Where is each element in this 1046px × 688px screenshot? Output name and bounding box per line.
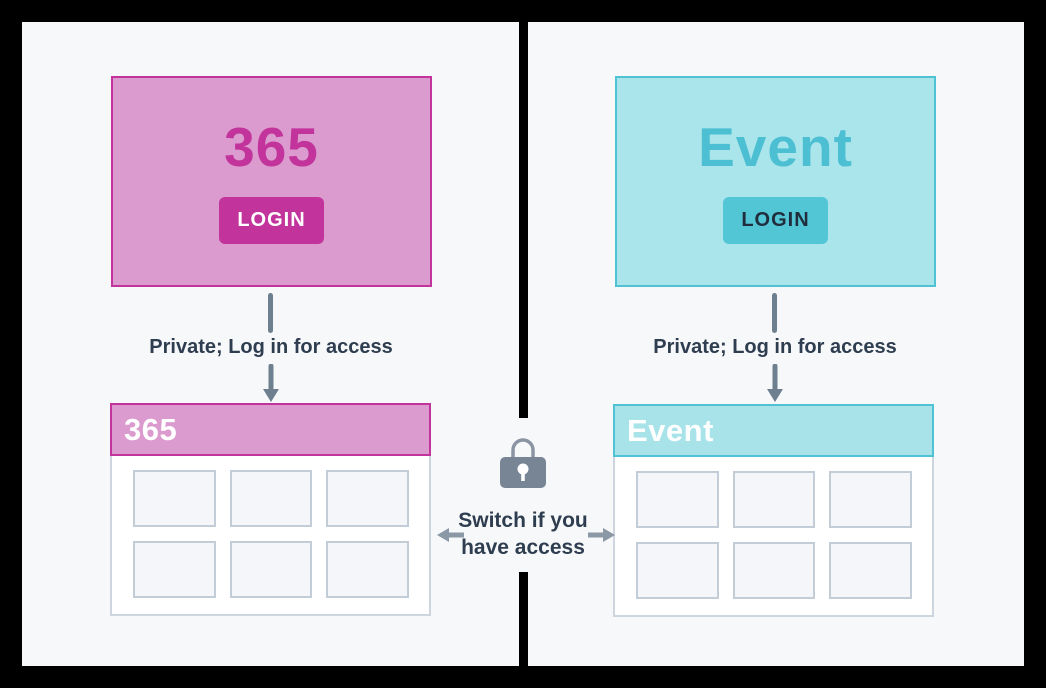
content-tile bbox=[732, 471, 816, 528]
window-header-event: Event bbox=[613, 404, 934, 457]
down-arrow-icon-left bbox=[263, 364, 279, 402]
login-button-365[interactable]: LOGIN bbox=[219, 196, 324, 244]
window-body-365 bbox=[110, 456, 431, 616]
center-divider-top bbox=[519, 22, 528, 418]
content-tile bbox=[326, 541, 409, 598]
arrow-stem-right bbox=[772, 293, 777, 333]
login-button-event[interactable]: LOGIN bbox=[723, 196, 828, 244]
content-tile bbox=[829, 542, 912, 599]
flow-label-left: Private; Log in for access bbox=[149, 336, 393, 358]
down-arrow-icon-right bbox=[767, 364, 783, 402]
switch-label-line2: have access bbox=[461, 536, 585, 559]
site-card-event: Event LOGIN bbox=[615, 76, 936, 287]
content-tile bbox=[229, 470, 313, 527]
window-header-365: 365 bbox=[110, 403, 431, 456]
site-title-event: Event bbox=[698, 115, 853, 178]
content-tile bbox=[229, 541, 313, 598]
flow-label-right: Private; Log in for access bbox=[653, 336, 897, 358]
lock-icon bbox=[500, 438, 546, 488]
left-arrow-icon bbox=[437, 528, 464, 542]
window-event: Event bbox=[613, 404, 934, 617]
content-tile bbox=[732, 542, 816, 599]
window-365: 365 bbox=[110, 403, 431, 616]
switch-label: Switch if you have access bbox=[458, 507, 588, 561]
site-card-365: 365 LOGIN bbox=[111, 76, 432, 287]
content-tile bbox=[636, 471, 719, 528]
content-tile bbox=[133, 470, 216, 527]
site-title-365: 365 bbox=[224, 115, 319, 178]
right-arrow-icon bbox=[588, 528, 615, 542]
window-body-event bbox=[613, 457, 934, 617]
center-divider-bottom bbox=[519, 572, 528, 666]
content-tile bbox=[326, 470, 409, 527]
arrow-stem-left bbox=[268, 293, 273, 333]
diagram-canvas: 365 LOGIN Event LOGIN Private; Log in fo… bbox=[22, 22, 1024, 666]
switch-label-line1: Switch if you bbox=[458, 509, 588, 532]
content-tile bbox=[133, 541, 216, 598]
content-tile bbox=[829, 471, 912, 528]
window-title-365: 365 bbox=[124, 411, 178, 447]
content-tile bbox=[636, 542, 719, 599]
window-title-event: Event bbox=[627, 412, 714, 448]
